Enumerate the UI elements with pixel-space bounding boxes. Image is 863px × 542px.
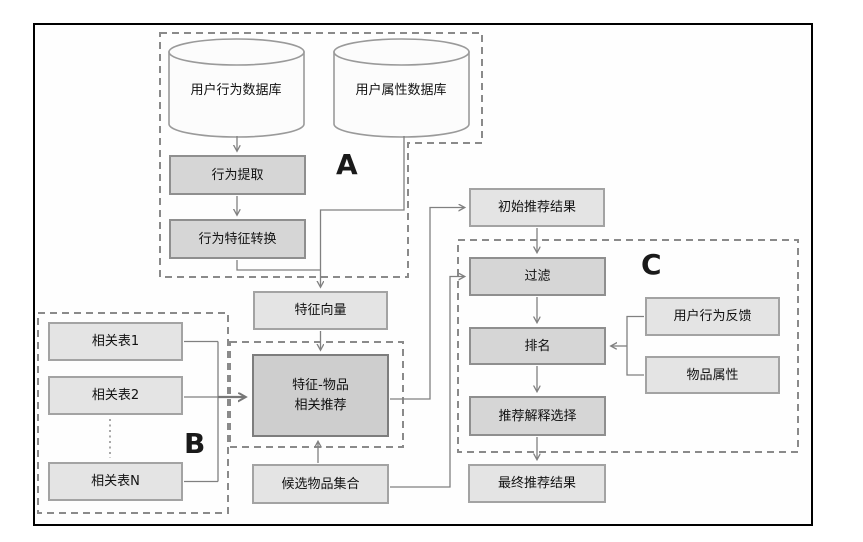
section-a-border (159, 32, 483, 278)
feature-item-line1: 特征-物品 (292, 377, 349, 393)
section-label-b: B (184, 427, 206, 460)
node-ranking: 排名 (469, 327, 606, 365)
section-label-a: A (336, 148, 358, 181)
section-b-border (37, 312, 229, 514)
node-behavior-extraction: 行为提取 (169, 155, 306, 195)
node-recommendation-explanation-selection: 推荐解释选择 (469, 396, 606, 436)
node-related-table-1: 相关表1 (48, 322, 183, 361)
node-behavior-feature-conversion: 行为特征转换 (169, 219, 306, 259)
node-feature-vector: 特征向量 (253, 291, 388, 330)
node-user-behavior-feedback: 用户行为反馈 (645, 297, 780, 336)
node-user-behavior-db: 用户行为数据库 (190, 83, 282, 98)
feature-item-line2: 相关推荐 (294, 397, 347, 413)
node-related-table-n: 相关表N (48, 462, 183, 501)
node-item-attributes: 物品属性 (645, 356, 780, 394)
node-filter: 过滤 (469, 257, 606, 296)
database-cylinder-user-behavior (168, 38, 305, 138)
flow-arrows (109, 136, 644, 488)
node-related-table-2: 相关表2 (48, 376, 183, 415)
node-feature-item-recommendation: 特征-物品 相关推荐 (252, 354, 389, 437)
section-label-c: C (641, 248, 662, 281)
node-final-recommendation-result: 最终推荐结果 (468, 464, 606, 503)
database-cylinder-user-attribute (333, 38, 470, 138)
node-candidate-item-set: 候选物品集合 (252, 464, 389, 504)
section-c-border (457, 239, 799, 453)
node-user-attribute-db: 用户属性数据库 (355, 83, 447, 98)
node-initial-recommendation-result: 初始推荐结果 (469, 188, 605, 227)
